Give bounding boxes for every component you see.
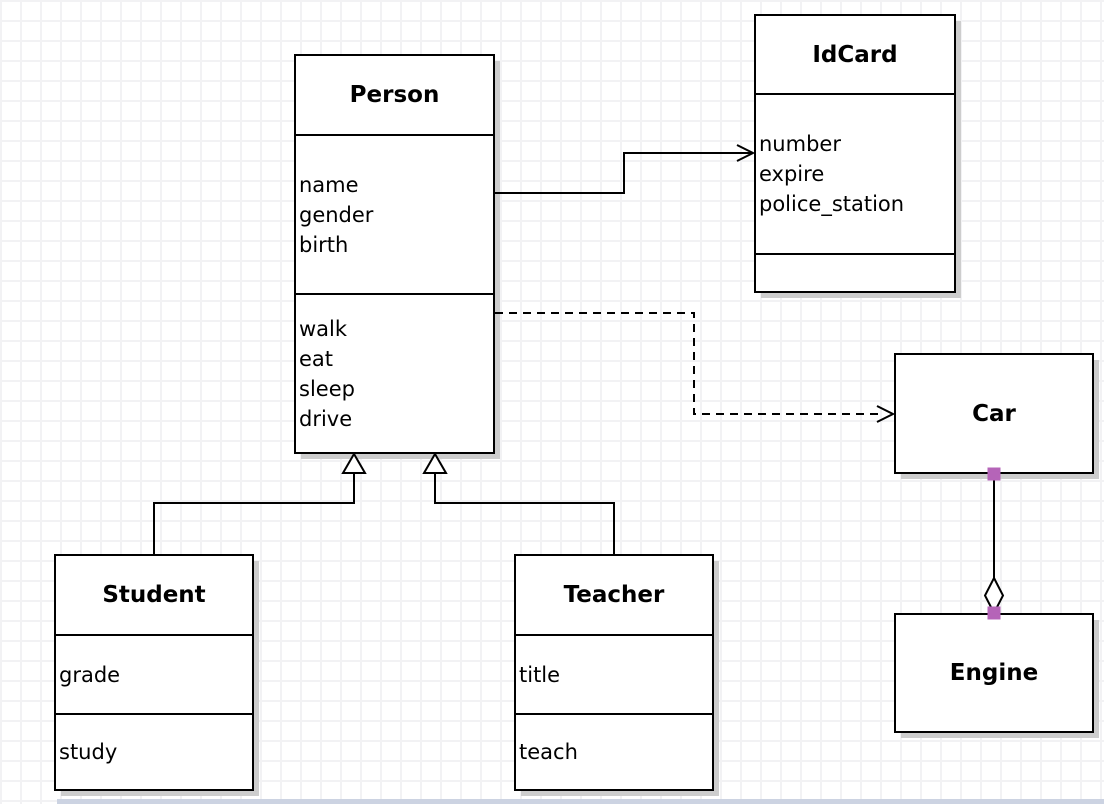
class-box-teacher[interactable]: Teacher title teach — [514, 554, 714, 791]
attribute-line: expire — [759, 162, 825, 186]
attribute-line: gender — [299, 202, 374, 227]
association-person-idcard[interactable] — [495, 144, 756, 194]
dependency-person-car[interactable] — [495, 312, 896, 423]
attribute-line: name — [299, 172, 359, 197]
method-line: walk — [299, 316, 348, 341]
attribute-line: grade — [59, 662, 121, 687]
hollow-triangle-icon — [341, 452, 367, 474]
method-line: eat — [299, 346, 334, 371]
class-box-idcard[interactable]: IdCard number expire police_station — [754, 14, 956, 293]
method-line: sleep — [299, 376, 355, 401]
class-box-engine[interactable]: Engine — [894, 613, 1094, 733]
attributes-section-idcard: number expire police_station — [756, 93, 954, 253]
methods-section-idcard — [756, 253, 954, 291]
attributes-section-student: grade — [56, 634, 252, 713]
class-name-teacher: Teacher — [563, 582, 665, 608]
method-line: drive — [299, 406, 353, 431]
open-arrowhead-icon — [876, 405, 896, 423]
method-line: teach — [519, 740, 578, 764]
class-name-engine: Engine — [949, 660, 1039, 686]
attribute-line: number — [759, 132, 841, 156]
class-name-student: Student — [102, 582, 206, 608]
methods-section-student: study — [56, 713, 252, 789]
attribute-line: birth — [299, 232, 349, 257]
class-box-car[interactable]: Car — [894, 353, 1094, 474]
attributes-section-teacher: title — [516, 634, 712, 713]
class-name-person: Person — [349, 82, 440, 108]
hollow-triangle-icon — [422, 452, 448, 474]
methods-section-teacher: teach — [516, 713, 712, 789]
attributes-section-person: name gender birth — [296, 134, 493, 293]
attribute-line: police_station — [759, 192, 905, 216]
class-box-person[interactable]: Person name gender birth walk eat sleep drive — [294, 54, 495, 454]
aggregation-car-engine[interactable] — [983, 467, 1005, 620]
generalization-student-person[interactable] — [153, 452, 367, 554]
class-box-student[interactable]: Student grade study — [54, 554, 254, 791]
generalization-teacher-person[interactable] — [422, 452, 615, 554]
class-name-idcard: IdCard — [812, 41, 898, 68]
class-name-car: Car — [972, 400, 1016, 427]
hollow-diamond-icon — [983, 575, 1005, 616]
method-line: study — [59, 740, 118, 764]
horizontal-scrollbar[interactable] — [57, 799, 1104, 804]
attribute-line: title — [519, 662, 561, 687]
methods-section-person: walk eat sleep drive — [296, 293, 493, 452]
open-arrowhead-icon — [736, 144, 756, 162]
